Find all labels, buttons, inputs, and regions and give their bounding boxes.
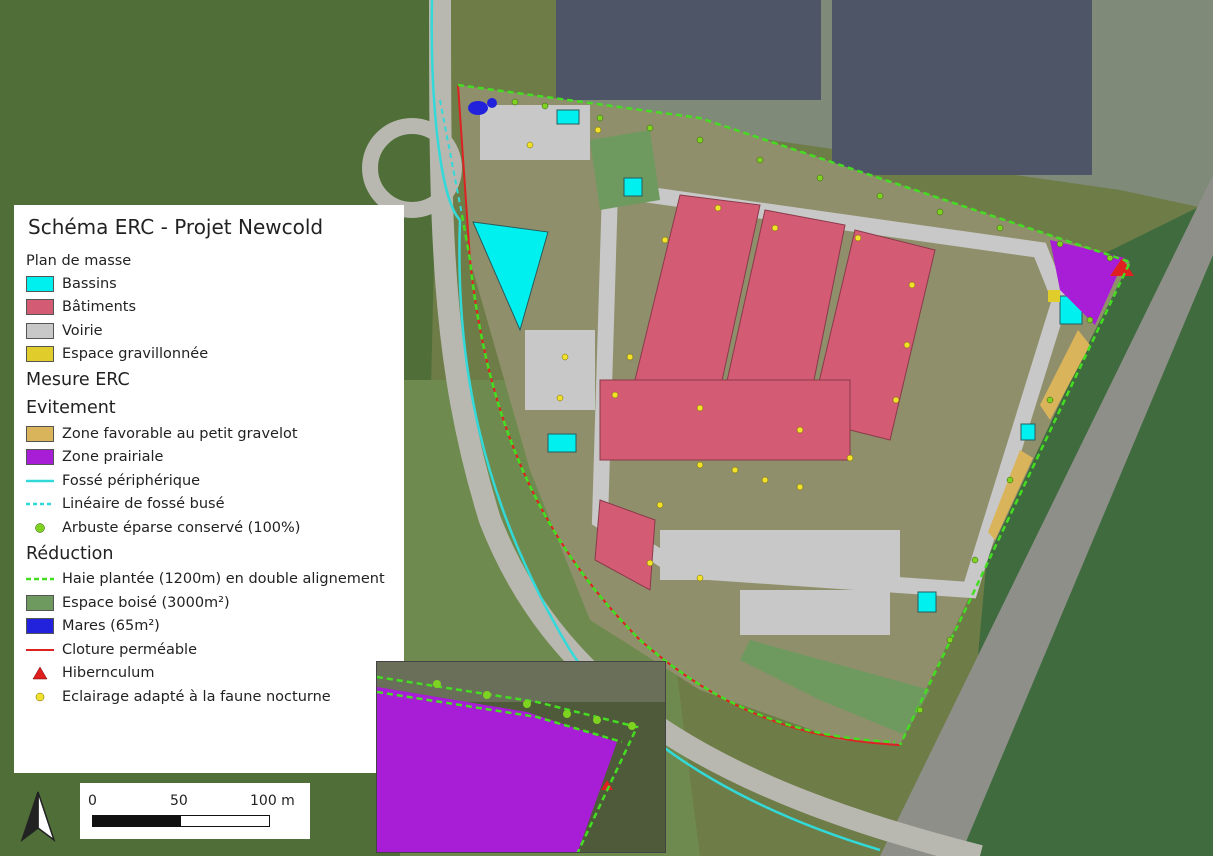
scale-bar: 0 50 100 m xyxy=(80,783,310,839)
inset-arbustes xyxy=(433,680,636,730)
arbuste-dot-icon xyxy=(26,520,54,536)
gravillon-patch xyxy=(1048,290,1060,302)
hibernaculum-marker xyxy=(1110,258,1134,276)
scale-segment-white xyxy=(180,815,270,827)
gravelot-swatch xyxy=(26,425,54,442)
buildings xyxy=(594,194,936,591)
gravelot-zone-2 xyxy=(988,450,1033,540)
legend-item-eclairage: Eclairage adapté à la faune nocturne xyxy=(26,685,392,709)
mare-1 xyxy=(468,101,488,115)
legend-item-fosse-buse: Linéaire de fossé busé xyxy=(26,493,392,517)
mare-2 xyxy=(487,98,497,108)
roundabout xyxy=(362,118,462,218)
espace-boise-south xyxy=(740,640,930,735)
warehouse-roof-2 xyxy=(832,0,1092,175)
haie-dashed-icon xyxy=(26,571,54,587)
eclairage xyxy=(526,126,916,582)
legend-item-batiments: Bâtiments xyxy=(26,296,392,320)
bassins-swatch xyxy=(26,275,54,292)
eclairage-dot-icon xyxy=(26,689,54,705)
scale-label-50: 50 xyxy=(170,793,188,809)
legend-item-prairiale: Zone prairiale xyxy=(26,446,392,470)
legend-item-gravillon: Espace gravillonnée xyxy=(26,343,392,367)
parking-southeast xyxy=(740,590,890,635)
batiments-swatch xyxy=(26,299,54,316)
legend-item-cloture: Cloture perméable xyxy=(26,638,392,662)
gravillon-swatch xyxy=(26,346,54,363)
legend-item-voirie: Voirie xyxy=(26,319,392,343)
parking-south xyxy=(660,530,900,580)
legend-item-arbuste: Arbuste éparse conservé (100%) xyxy=(26,516,392,540)
haie-plantee xyxy=(457,83,1132,746)
fosse-line-icon xyxy=(26,473,54,489)
prairiale-zone xyxy=(1050,240,1125,325)
fosse-buse xyxy=(439,99,463,216)
inset-prairiale xyxy=(377,687,617,852)
mares-swatch xyxy=(26,618,54,635)
haie-plantee-west xyxy=(460,214,896,744)
map-title: Schéma ERC - Projet Newcold xyxy=(28,215,324,239)
arbustes xyxy=(511,98,1114,714)
legend-item-mares: Mares (65m²) xyxy=(26,615,392,639)
inset-map xyxy=(377,662,665,852)
cloture-line-icon xyxy=(26,642,54,658)
legend-item-fosse: Fossé périphérique xyxy=(26,469,392,493)
hibernaculum-triangle-icon xyxy=(26,665,54,681)
highway xyxy=(880,175,1213,856)
scale-segment-black xyxy=(92,815,182,827)
gravelot-zone-1 xyxy=(1040,330,1090,420)
legend-item-boise: Espace boisé (3000m²) xyxy=(26,591,392,615)
north-arrow-icon xyxy=(20,791,56,842)
fosse-peripherique-north xyxy=(430,0,461,221)
inset-hibernaculum-marker xyxy=(601,780,613,790)
espace-boise-north xyxy=(590,130,660,210)
legend-item-gravelot: Zone favorable au petit gravelot xyxy=(26,422,392,446)
detail-inset xyxy=(376,661,666,853)
fosse-buse-dashed-icon xyxy=(26,496,54,512)
inset-haie xyxy=(377,675,639,852)
legend-section-evitement: Evitement xyxy=(26,398,116,418)
legend-item-bassins: Bassins xyxy=(26,272,392,296)
legend-section-mesure-erc: Mesure ERC xyxy=(26,370,130,390)
boise-swatch xyxy=(26,594,54,611)
scale-label-100: 100 m xyxy=(250,793,295,809)
inset-haie-inner xyxy=(377,690,623,744)
warehouse-roof-1 xyxy=(556,0,821,100)
scale-label-0: 0 xyxy=(88,793,97,809)
legend-section-reduction: Réduction xyxy=(26,543,114,564)
legend-item-hibernaculum: Hibernculum xyxy=(26,662,392,686)
legend-item-haie: Haie plantée (1200m) en double alignemen… xyxy=(26,568,392,592)
prairiale-swatch xyxy=(26,449,54,466)
legend-section-plan-de-masse: Plan de masse xyxy=(26,252,132,269)
voirie-swatch xyxy=(26,322,54,339)
map-legend: Schéma ERC - Projet Newcold Plan de mass… xyxy=(14,205,404,773)
fosse-peripherique-west xyxy=(458,219,881,852)
